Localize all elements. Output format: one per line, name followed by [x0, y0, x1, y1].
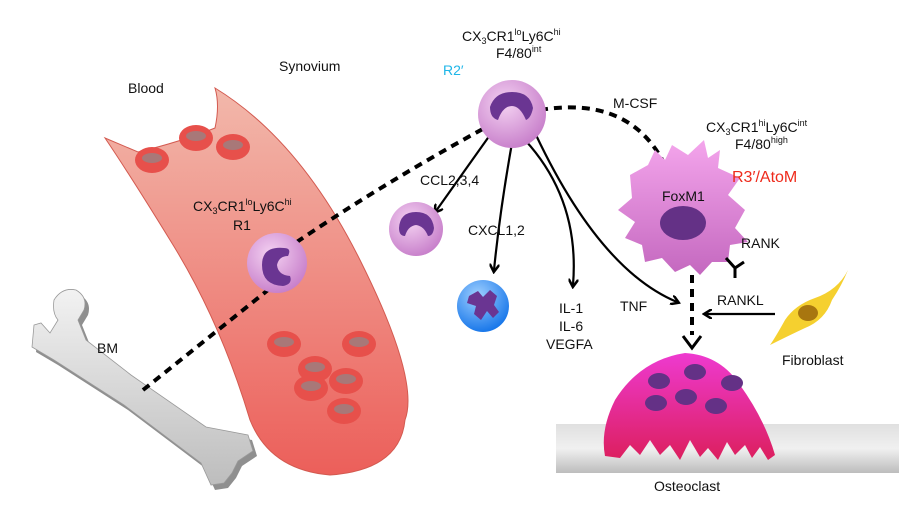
red-blood-cells	[135, 125, 376, 424]
mcsf-path	[539, 105, 667, 166]
migration-blood-to-synovium	[283, 123, 491, 252]
rbc	[179, 125, 213, 151]
migration-bm-to-blood	[141, 288, 270, 392]
tnf-label: TNF	[620, 298, 648, 314]
bone-marrow-label: BM	[97, 340, 118, 356]
neutrophil	[457, 280, 509, 332]
recruited-monocyte	[389, 202, 443, 256]
rbc	[329, 368, 363, 394]
r2-markers: CX3CR1loLy6Chi	[462, 27, 561, 46]
fibroblast-label: Fibroblast	[782, 352, 844, 368]
rank-receptor-icon	[724, 256, 745, 278]
ccl-label: CCL2,3,4	[420, 172, 480, 188]
il1-label: IL-1	[559, 300, 584, 316]
arrow-cxcl	[494, 142, 514, 270]
arrow-tnf	[535, 134, 677, 302]
rbc	[327, 398, 361, 424]
r1-name: R1	[233, 217, 251, 233]
bone-icon	[31, 289, 257, 490]
r2-f480: F4/80int	[496, 44, 542, 62]
arrow-il	[524, 139, 574, 285]
arrow-ccl	[436, 134, 491, 211]
r3-macrophage	[618, 140, 748, 278]
rbc	[294, 375, 328, 401]
r3-name: R3′/AtoM	[732, 169, 798, 186]
rbc	[135, 147, 169, 173]
osteoclast-cell	[603, 353, 775, 460]
il6-label: IL-6	[559, 318, 584, 334]
r1-monocyte	[247, 233, 307, 293]
r1-markers: CX3CR1loLy6Chi	[193, 197, 292, 216]
rbc	[267, 331, 301, 357]
rbc	[216, 134, 250, 160]
r2-name: R2′	[443, 62, 464, 78]
r2-monocyte	[478, 80, 546, 148]
mcsf-label: M-CSF	[613, 95, 658, 111]
vegfa-label: VEGFA	[546, 336, 593, 352]
blood-label: Blood	[128, 80, 164, 96]
rbc	[342, 331, 376, 357]
rankl-label: RANKL	[717, 292, 764, 308]
r3-markers: CX3CR1hiLy6Cint	[706, 118, 808, 137]
rank-label: RANK	[741, 235, 780, 251]
fibroblast-cell	[770, 270, 848, 345]
osteoclast-label: Osteoclast	[654, 478, 721, 494]
arrowhead-osteoclast	[681, 335, 703, 351]
foxm1-label: FoxM1	[662, 188, 705, 204]
cxcl-label: CXCL1,2	[468, 222, 525, 238]
r3-f480: F4/80high	[735, 135, 788, 153]
synovium-label: Synovium	[279, 58, 341, 74]
